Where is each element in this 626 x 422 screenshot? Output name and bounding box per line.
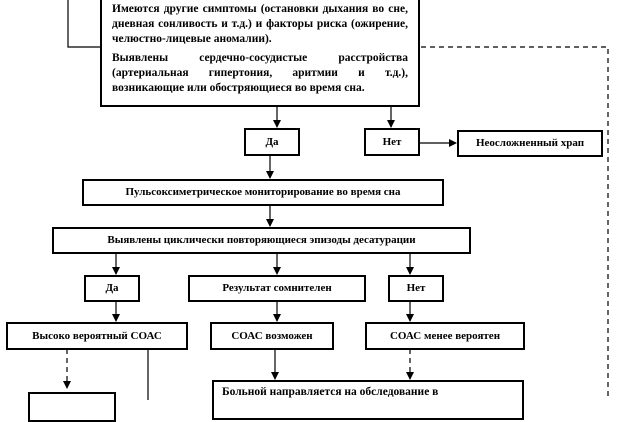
- pulse-oximetry-box: Пульсоксиметрическое мониторирование во …: [82, 179, 444, 206]
- osas-less-probable-box: СОАС менее вероятен: [365, 322, 525, 350]
- flowchart: Имеются другие симптомы (остановки дыхан…: [6, 0, 609, 422]
- no-box-2: Нет: [388, 275, 444, 302]
- highly-probable-osas-box: Высоко вероятный СОАС: [6, 322, 188, 350]
- symptoms-question-box: Имеются другие симптомы (остановки дыхан…: [100, 0, 420, 107]
- desaturation-box: Выявлены циклически повторяющиеся эпизод…: [52, 227, 471, 254]
- feedback-line: [67, 0, 100, 48]
- no-box-1: Нет: [364, 128, 420, 156]
- cutoff-bottom-left-box: [28, 392, 116, 422]
- doubtful-result-box: Результат сомнителен: [188, 275, 366, 302]
- yes-box-1: Да: [244, 128, 300, 156]
- cardio-paragraph: Выявлены сердечно-сосудистые расстройств…: [112, 52, 408, 94]
- referral-box: Больной направляется на обследование в: [212, 380, 524, 420]
- symptoms-paragraph: Имеются другие симптомы (остановки дыхан…: [112, 3, 408, 45]
- connector-lines: [63, 0, 609, 400]
- yes-box-2: Да: [84, 275, 140, 302]
- uncomplicated-snoring-box: Неосложненный храп: [457, 130, 603, 157]
- osas-possible-box: СОАС возможен: [210, 322, 334, 350]
